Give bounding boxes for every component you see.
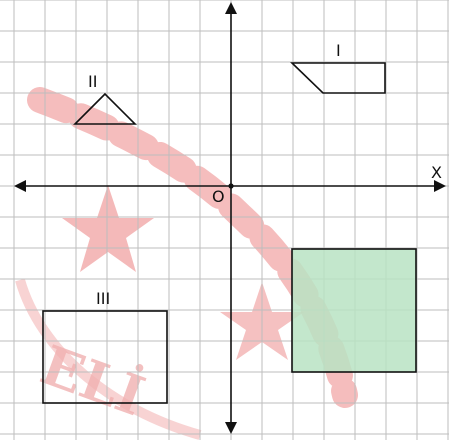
x-axis-right-arrow-icon — [434, 180, 446, 192]
shape-i-trapezoid — [290, 62, 386, 94]
watermark-arc-bottom — [15, 278, 202, 440]
shape-ii-triangle — [73, 92, 137, 125]
shape-iii-label: III — [96, 289, 110, 308]
y-axis-bottom-arrow-icon — [225, 422, 237, 434]
x-axis-label: X — [431, 163, 442, 182]
watermark-text: ELİ — [33, 332, 153, 429]
watermark-star-left — [62, 185, 154, 272]
y-axis-top-arrow-icon — [225, 2, 237, 14]
shape-i-label: I — [336, 41, 341, 60]
y-axis — [225, 2, 237, 434]
shaded-square — [291, 248, 417, 373]
x-axis-left-arrow-icon — [14, 180, 26, 192]
origin-label: O — [212, 187, 225, 206]
shape-ii-label: II — [88, 72, 97, 91]
shape-iii-rectangle — [42, 310, 168, 404]
origin-point — [228, 183, 234, 189]
